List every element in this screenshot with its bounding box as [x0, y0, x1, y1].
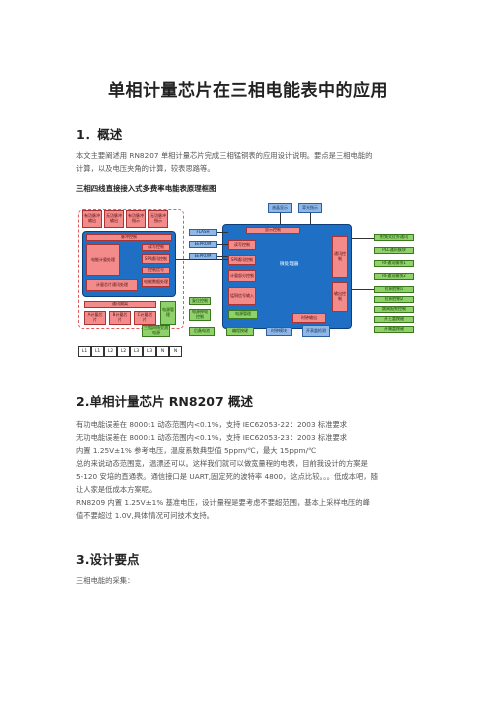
chip-c-box: C计量芯片: [134, 311, 156, 325]
chip-a-box: A计量芯片: [84, 311, 106, 325]
chip-comm-box: 计量芯片通讯处理: [86, 279, 138, 291]
spi-control-box-mcu: SPI通讯控制: [228, 255, 256, 265]
terminal: L2: [117, 346, 130, 357]
flash-box: FLASH: [189, 229, 217, 236]
spi-control-box-left: SPI通讯控制: [142, 254, 170, 264]
right-item-5: 拉闸控制2: [374, 296, 414, 303]
para-line: 内置 1.25V±1% 参考电压，温度系数典型值 5ppm/℃，最大 15ppm…: [76, 446, 317, 455]
right-item-4: 拉闸控制1: [374, 286, 414, 293]
terminal: L2: [104, 346, 117, 357]
mcu-label: 微处理器: [280, 262, 299, 267]
metering-control-box: 计量部分控制: [228, 270, 256, 282]
measure-signal-box: 锰铜信号输入: [228, 287, 256, 305]
terminal: L3: [143, 346, 156, 357]
terminal: L1: [91, 346, 104, 357]
connector-line: [280, 213, 281, 224]
power-down-box: 电源掉电控制: [189, 309, 211, 321]
power-management-left: 电源管理: [160, 301, 176, 325]
backlight-box: 背光指示: [298, 203, 322, 213]
cover-detect-box: 开表盖检测: [302, 325, 330, 337]
right-item-3: RF通讯模块2: [374, 273, 414, 280]
reactive-pulse-output: 无功脉冲输出: [104, 210, 124, 228]
para-line: 总的来说动态范围宽，温漂还可以。这样我们就可以做宽量程的电表，目前我设计的方案是: [76, 459, 368, 468]
section-3-heading: 3.设计要点: [76, 552, 140, 567]
right-item-8: 开端盖按键: [374, 326, 414, 333]
para-line: 让人家是低成本方案呢。: [76, 485, 157, 494]
terminal: L3: [130, 346, 143, 357]
energy-processing-box: 电能计量处理: [86, 244, 120, 276]
backup-battery-box: 后备电池: [189, 327, 215, 336]
active-pulse-output: 有功脉冲输出: [82, 210, 102, 228]
page-title: 单相计量芯片在三相电能表中的应用: [108, 81, 388, 101]
connector-line: [217, 256, 228, 257]
right-item-6: 跳闸报警控制: [374, 306, 414, 313]
reset-control-box: 复位控制: [189, 297, 211, 305]
para-line: 值不要超过 1.0V,具体情况可问技术支持。: [76, 511, 214, 520]
section-1-heading: 1．概述: [76, 127, 123, 142]
display-control-box: 显示控制: [246, 227, 300, 234]
terminal: N: [169, 346, 182, 357]
comm-isolation-box: 通讯隔离: [84, 301, 156, 308]
section-2-paragraph: 有功电能误差在 8000:1 动态范围内<0.1%，支持 IEC62053-22…: [76, 418, 422, 522]
rw-control-box-left: 读写控制: [142, 244, 170, 251]
eeprom-box-1: EEPROM: [189, 241, 217, 248]
connector-line: [217, 232, 228, 233]
metering-area-outline: [78, 209, 184, 329]
para-line: 三相电能的采集：: [76, 576, 135, 585]
right-item-1: PLC通讯模块: [374, 247, 414, 254]
para-line: 计算，以及电压夹角的计算，较表思路等。: [76, 164, 215, 173]
power-management-mid: 电源管理: [228, 310, 258, 319]
connector-line: [217, 244, 228, 245]
right-item-2: RF通讯模块1: [374, 260, 414, 267]
para-line: 有功电能误差在 8000:1 动态范围内<0.1%，支持 IEC62053-22…: [76, 420, 348, 429]
para-line: 5-120 安培的直通表。通信接口是 UART,固定死的波特率 4800，这点比…: [76, 472, 378, 481]
energy-data-box: 电能数据处理: [142, 277, 170, 287]
rw-control-box-mcu: 读写控制: [228, 240, 256, 250]
program-key-box: 编程按键: [226, 327, 254, 336]
comm-control-box: 通讯控制: [332, 236, 348, 278]
terminal: N: [156, 346, 169, 357]
right-item-7: 开上盖按键: [374, 316, 414, 323]
section-3-paragraph: 三相电能的采集：: [76, 574, 422, 587]
para-line: RN8209 内置 1.25V±1% 基准电压，设计量程是要考虑不要超范围，基本…: [76, 498, 370, 507]
section-1-paragraph: 本文主要阐述用 RN8207 单相计量芯片完成三相锰铜表的应用设计说明。要点是三…: [76, 149, 422, 175]
chip-b-box: B计量芯片: [109, 311, 131, 325]
right-item-0: 射频式红外通讯: [374, 234, 414, 241]
diagram-caption: 三相四线直接接入式多费率电能表原理框图: [76, 184, 217, 193]
lcd-display-box: 液晶显示: [268, 203, 292, 213]
active-pulse-indicator: 有功脉冲指示: [126, 210, 146, 228]
timer-output-box: 时钟输出: [292, 313, 326, 323]
section-2-heading: 2.单相计量芯片 RN8207 概述: [76, 394, 254, 409]
connector-line: [352, 238, 374, 239]
reactive-pulse-indicator: 无功脉冲指示: [148, 210, 168, 228]
output-control-box: 输出控制: [332, 282, 348, 312]
para-line: 无功电能误差在 8000:1 动态范围内<0.1%，支持 IEC62053-23…: [76, 433, 348, 442]
connector-line: [176, 259, 228, 260]
clock-module-box: 时钟模块: [266, 327, 292, 336]
control-signal-box: 控制信号: [142, 267, 170, 274]
pulse-control-box: 脉冲控制: [86, 234, 172, 241]
terminal: L1: [78, 346, 91, 357]
ac-input-box: 三相四线交流电源: [142, 325, 170, 337]
para-line: 本文主要阐述用 RN8207 单相计量芯片完成三相锰铜表的应用设计说明。要点是三…: [76, 151, 373, 160]
connector-line: [310, 213, 311, 224]
connector-line: [352, 289, 374, 290]
block-diagram: 有功脉冲输出 无功脉冲输出 有功脉冲指示 无功脉冲指示 脉冲控制 电能计量处理 …: [76, 197, 420, 339]
